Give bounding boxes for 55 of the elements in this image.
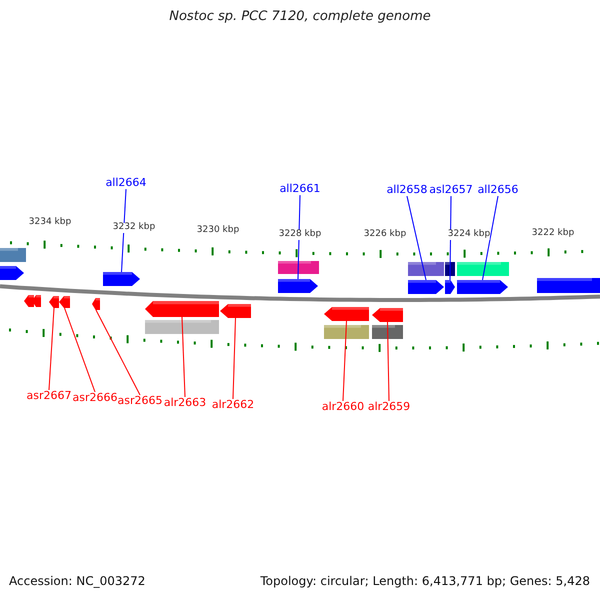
feature-bar	[457, 262, 509, 276]
gene-label: all2658	[386, 184, 428, 196]
leader-line	[64, 308, 96, 392]
feature-bar	[278, 261, 319, 274]
scale-label: 3230 kbp	[196, 226, 240, 236]
leader-line	[342, 320, 347, 402]
gene-label: asr2667	[26, 390, 72, 402]
leader-line	[298, 194, 300, 280]
feature-bar	[408, 262, 444, 276]
leader-line	[121, 188, 126, 272]
feature-bar	[324, 325, 369, 339]
footer-text: Accession: NC_003272	[9, 575, 146, 588]
gene-label: asr2665	[118, 395, 162, 408]
gene-feature	[92, 298, 100, 310]
gene-label: alr2663	[164, 397, 206, 410]
scale-label: 3224 kbp	[448, 230, 490, 240]
scale-label: 3228 kbp	[278, 230, 322, 240]
gene-feature	[324, 307, 369, 321]
leader-line	[406, 196, 426, 280]
gene-label: all2661	[280, 183, 320, 196]
scale-label: 3232 kbp	[112, 223, 156, 233]
feature-bar	[445, 262, 455, 276]
feature-bar	[537, 278, 600, 293]
feature-bar	[0, 248, 26, 262]
leader-line	[48, 308, 54, 390]
gene-feature	[24, 295, 34, 307]
gene-feature	[59, 296, 70, 308]
gene-label: asl2657	[429, 184, 473, 196]
feature-bar	[372, 325, 403, 339]
gene-feature	[457, 280, 508, 294]
gene-label: all2656	[478, 184, 518, 196]
gene-feature	[103, 272, 140, 286]
gene-feature	[220, 304, 251, 318]
leader-line	[182, 316, 186, 398]
feature-bar	[145, 320, 219, 334]
gene-label: asr2666	[72, 392, 118, 404]
leader-line	[387, 322, 390, 402]
gene-label: alr2659	[368, 401, 410, 414]
footer-text: Topology: circular; Length: 6,413,771 bp; Genes: 5,428	[260, 575, 590, 588]
leader-line	[482, 196, 498, 280]
gene-feature	[372, 308, 403, 322]
gene-feature	[0, 266, 24, 280]
leader-line	[96, 310, 140, 396]
leader-line	[232, 318, 236, 400]
title: Nostoc sp. PCC 7120, complete genome	[169, 10, 431, 24]
scale-label: 3226 kbp	[364, 230, 406, 240]
gene-feature	[445, 280, 455, 294]
gene-label: all2664	[106, 177, 146, 190]
gene-feature	[49, 296, 59, 308]
gene-feature	[278, 279, 318, 293]
scale-label: 3234 kbp	[28, 218, 72, 228]
gene-label: alr2660	[322, 401, 364, 414]
gene-feature	[32, 295, 41, 307]
gene-label: alr2662	[212, 399, 254, 412]
scale-label: 3222 kbp	[532, 229, 574, 239]
